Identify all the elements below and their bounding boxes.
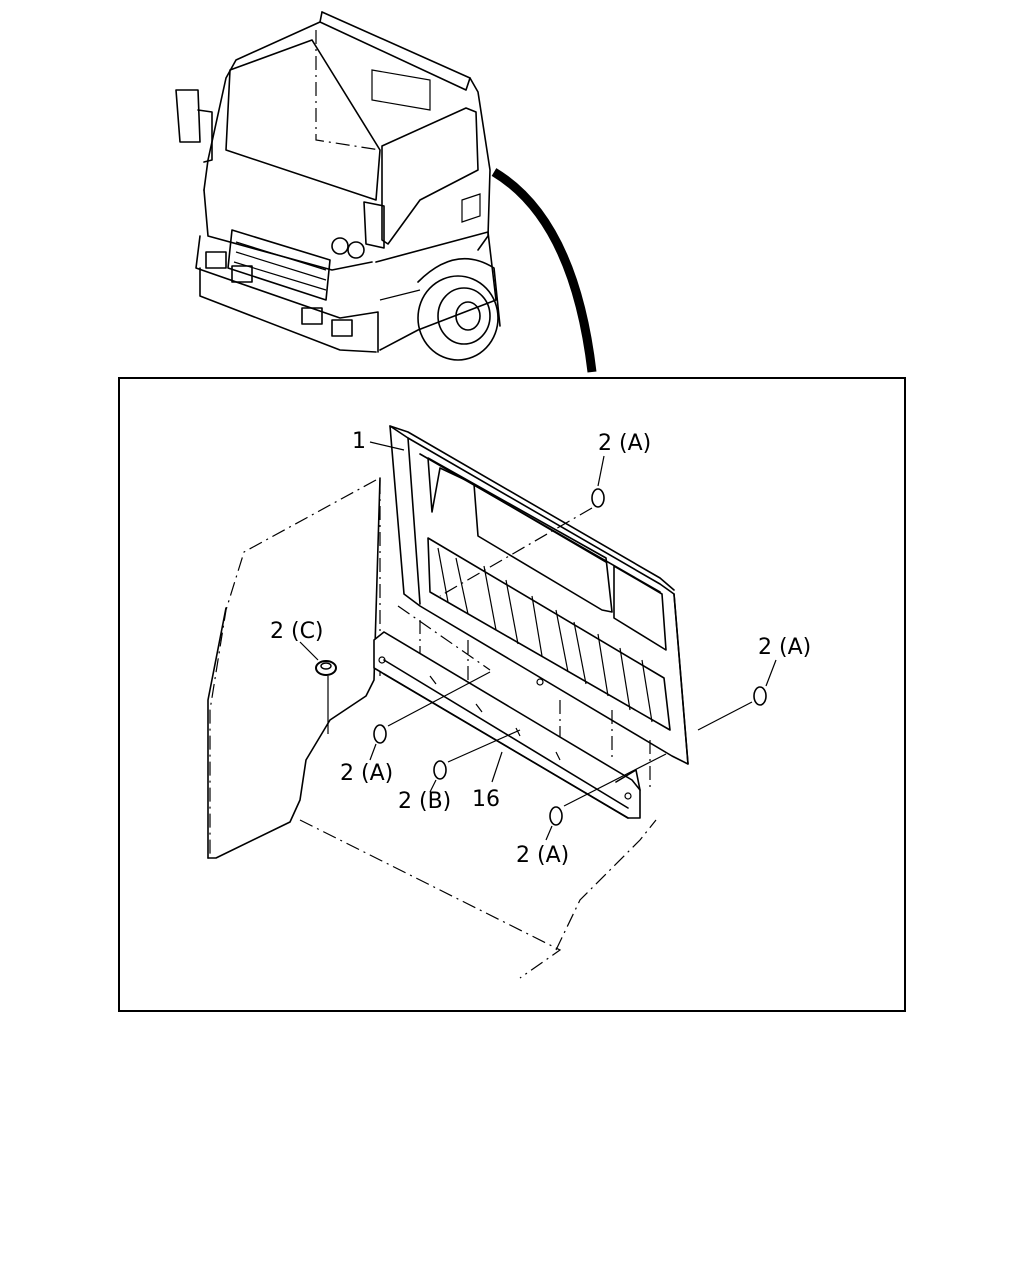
label-part-1: 1 [352,429,366,454]
label-grommet-bottom: 2 (A) [516,843,569,868]
grommet-right [753,686,767,706]
label-grommet-top: 2 (A) [598,431,651,456]
label-grommet-right: 2 (A) [758,635,811,660]
label-grommet-left-low: 2 (A) [340,761,393,786]
truck-cab-illustration [175,11,501,361]
grommet-bottom [549,806,563,826]
callout-arrow [491,168,597,373]
back-panel-assembly [207,425,689,979]
detail-frame [118,377,906,1012]
label-part-16: 16 [472,787,500,812]
label-grommet-b: 2 (B) [398,789,451,814]
grommet-top [591,488,605,508]
label-grommet-c: 2 (C) [270,619,324,644]
grommet-left-low [373,724,387,744]
grommet-b [433,760,447,780]
grommets [299,455,777,841]
